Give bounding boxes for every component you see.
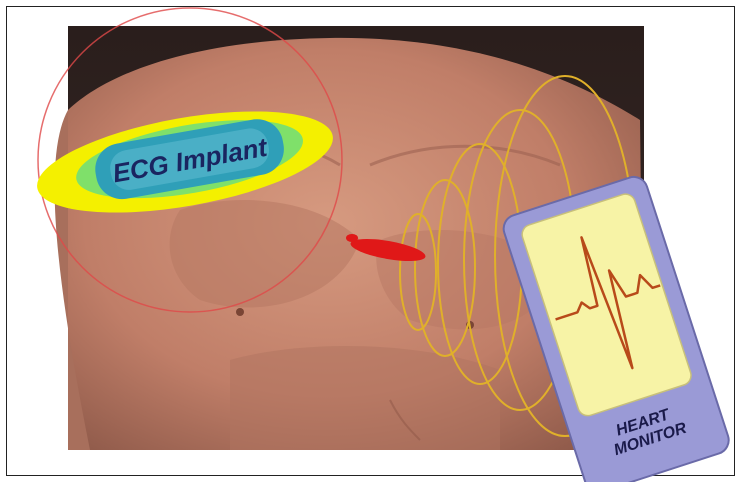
illustration: ECG Implant HEART MONITOR	[0, 0, 743, 482]
